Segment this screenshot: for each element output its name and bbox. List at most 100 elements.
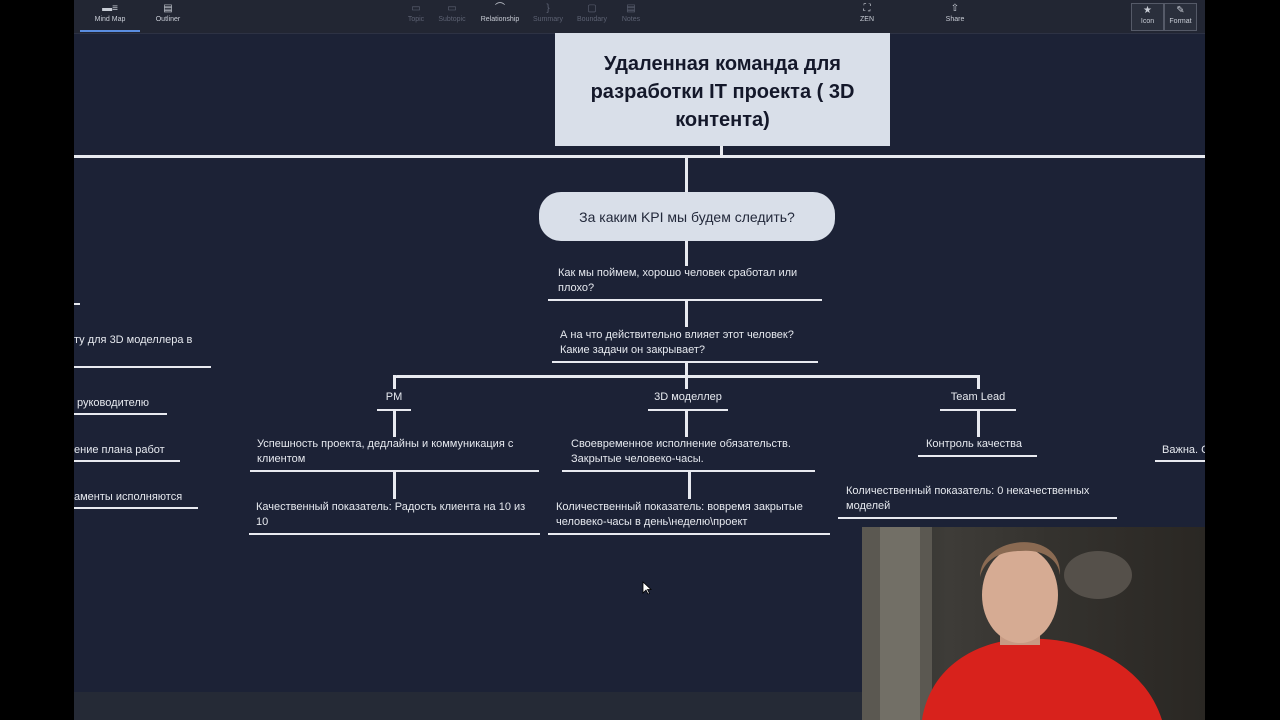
star-icon: ★ — [1143, 5, 1152, 16]
left-topic-2-underline — [74, 413, 167, 415]
mindmap-canvas[interactable]: Удаленная команда для разработки IT прое… — [74, 33, 1205, 693]
modeler-metric-topic[interactable]: Количественный показатель: вовремя закры… — [556, 500, 832, 530]
left-branch-stub — [74, 303, 80, 305]
question-1-text: Как мы поймем, хорошо человек сработал и… — [558, 267, 798, 294]
q1-q2-connector — [685, 301, 688, 327]
mindmap-app: ▬≡ Mind Map ▤ Outliner ▭ Topic ▭ Subtopi… — [74, 0, 1205, 720]
role-pm[interactable]: PM — [374, 390, 414, 405]
central-topic[interactable]: Удаленная команда для разработки IT прое… — [555, 33, 890, 146]
webcam-overlay — [862, 527, 1205, 720]
pm-metric-connector — [393, 472, 396, 499]
kpi-question-topic[interactable]: За каким KPI мы будем следить? — [539, 192, 835, 241]
modeler-bracket-leg — [685, 375, 688, 389]
relationship-icon: ⌒ — [495, 3, 505, 14]
summary-label: Summary — [533, 16, 563, 23]
question-2-topic[interactable]: А на что действительно влияет этот челов… — [560, 328, 820, 358]
outliner-tab[interactable]: ▤ Outliner — [148, 2, 188, 23]
left-topic-1-underline — [74, 366, 211, 368]
summary-button[interactable]: } Summary — [530, 2, 566, 23]
pm-goal-topic[interactable]: Успешность проекта, дедлайны и коммуника… — [257, 437, 539, 467]
modeler-metric-text: Количественный показатель: вовремя закры… — [556, 501, 803, 528]
kpi-q1-connector — [685, 241, 688, 266]
right-topic-partial[interactable]: Важна. С — [1162, 443, 1205, 458]
relationship-label: Relationship — [480, 16, 520, 23]
role-3d-modeler[interactable]: 3D моделлер — [646, 390, 730, 405]
teamlead-metric-topic[interactable]: Количественный показатель: 0 некачествен… — [846, 484, 1116, 514]
outliner-tab-label: Outliner — [155, 16, 181, 23]
modeler-goal-text: Своевременное исполнение обязательств. З… — [571, 438, 791, 465]
central-topic-text: Удаленная команда для разработки IT прое… — [590, 52, 855, 131]
role-team-lead[interactable]: Team Lead — [938, 390, 1018, 405]
format-label: Format — [1169, 18, 1192, 25]
left-topic-1[interactable]: ту для 3D моделлера в — [74, 333, 214, 348]
boundary-button[interactable]: ▢ Boundary — [574, 2, 610, 23]
question-1-topic[interactable]: Как мы поймем, хорошо человек сработал и… — [558, 266, 820, 296]
zen-label: ZEN — [860, 16, 874, 23]
face — [982, 547, 1058, 643]
root-connector — [720, 146, 723, 156]
pm-goal-underline — [250, 470, 539, 472]
zen-button[interactable]: ⛶ ZEN — [852, 2, 882, 23]
left-topic-3[interactable]: ение плана работ — [74, 443, 184, 458]
topic-label: Topic — [407, 16, 425, 23]
pm-metric-text: Качественный показатель: Радость клиента… — [256, 501, 526, 528]
left-topic-4-text: аменты исполняются — [74, 491, 183, 503]
zen-icon: ⛶ — [863, 3, 871, 14]
subtopic-label: Subtopic — [438, 16, 466, 23]
teamlead-goal-connector — [977, 411, 980, 437]
left-topic-2[interactable]: руководителю — [77, 396, 167, 411]
topic-icon: ▭ — [411, 3, 421, 14]
topic-button[interactable]: ▭ Topic — [400, 2, 432, 23]
mindmap-tab[interactable]: ▬≡ Mind Map — [88, 2, 132, 23]
pm-goal-text: Успешность проекта, дедлайны и коммуника… — [257, 438, 514, 465]
modeler-metric-connector — [688, 472, 691, 499]
lamp-shade — [1064, 551, 1132, 599]
left-topic-3-underline — [74, 460, 180, 462]
notes-button[interactable]: ▤ Notes — [616, 2, 646, 23]
subtopic-icon: ▭ — [447, 3, 457, 14]
toolbar: ▬≡ Mind Map ▤ Outliner ▭ Topic ▭ Subtopi… — [74, 0, 1205, 34]
right-topic-partial-underline — [1155, 460, 1205, 462]
role-team-lead-label: Team Lead — [950, 391, 1006, 403]
role-3d-modeler-label: 3D моделлер — [654, 391, 722, 403]
share-icon: ⇧ — [950, 3, 960, 14]
mindmap-tab-label: Mind Map — [94, 16, 126, 23]
share-label: Share — [945, 16, 965, 23]
modeler-goal-topic[interactable]: Своевременное исполнение обязательств. З… — [571, 437, 815, 467]
q2-roles-connector — [685, 363, 688, 376]
kpi-question-text: За каким KPI мы будем следить? — [579, 208, 795, 225]
brush-icon: ✎ — [1176, 5, 1185, 16]
question-1-underline — [548, 299, 822, 301]
pm-bracket-leg — [393, 375, 396, 389]
share-button[interactable]: ⇧ Share — [940, 2, 970, 23]
boundary-icon: ▢ — [587, 3, 597, 14]
pm-metric-topic[interactable]: Качественный показатель: Радость клиента… — [256, 500, 540, 530]
question-2-text: А на что действительно влияет этот челов… — [560, 329, 794, 356]
kpi-connector — [685, 157, 688, 192]
modeler-goal-connector — [685, 411, 688, 437]
main-branch-line — [74, 155, 1205, 158]
teamlead-metric-text: Количественный показатель: 0 некачествен… — [846, 485, 1090, 512]
hair — [980, 542, 1061, 577]
pm-goal-connector — [393, 411, 396, 437]
teamlead-bracket-leg — [977, 375, 980, 389]
red-sweater — [922, 638, 1162, 720]
relationship-button[interactable]: ⌒ Relationship — [476, 2, 524, 23]
pm-metric-underline — [249, 533, 540, 535]
subtopic-button[interactable]: ▭ Subtopic — [434, 2, 470, 23]
mouse-cursor-icon — [642, 581, 652, 595]
doorframe — [880, 527, 920, 720]
teamlead-goal-topic[interactable]: Контроль качества — [926, 437, 1046, 452]
notes-icon: ▤ — [626, 3, 636, 14]
left-topic-2-text: руководителю — [77, 397, 150, 409]
boundary-label: Boundary — [577, 16, 607, 23]
icon-button[interactable]: ★ Icon — [1131, 3, 1164, 31]
outliner-icon: ▤ — [163, 3, 173, 14]
teamlead-goal-text: Контроль качества — [926, 438, 1022, 450]
format-button[interactable]: ✎ Format — [1164, 3, 1197, 31]
role-3d-modeler-underline — [648, 409, 728, 411]
left-topic-4[interactable]: аменты исполняются — [74, 490, 198, 505]
notes-label: Notes — [621, 16, 641, 23]
teamlead-metric-underline — [838, 517, 1117, 519]
mindmap-icon: ▬≡ — [102, 3, 118, 14]
